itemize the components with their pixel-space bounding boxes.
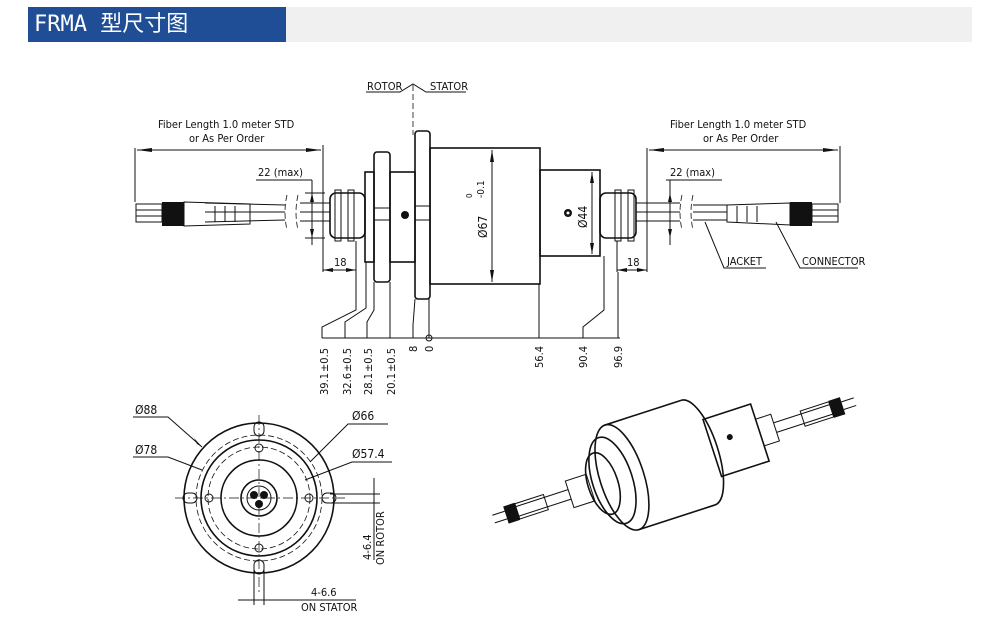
gland-diameter-left: 22 (max) (258, 166, 303, 179)
left-dimension-labels: 39.1 ±0.5 32.6 ±0.5 28.1 ±0.5 20.1 ±0.5 … (318, 346, 436, 395)
rotor-holes-note: ON ROTOR (374, 511, 387, 565)
dim-39-1: 39.1 (318, 373, 331, 395)
dim-32-6: 32.6 (341, 373, 354, 395)
front-diameter-57-4: Ø57.4 (352, 447, 385, 461)
body-diameter: Ø67 (476, 216, 490, 238)
gland-diameter-right: 22 (max) (670, 166, 715, 179)
body-tol-upper: 0 (465, 193, 474, 198)
front-view: Ø88 Ø78 Ø66 Ø57.4 4-6.4 ON ROTOR 4-6.6 O… (133, 403, 392, 614)
shaft-diameter: Ø44 (576, 206, 590, 228)
dim-96-9: 96.9 (612, 346, 625, 368)
fiber-length-left-line2: or As Per Order (189, 132, 265, 145)
rotor-label: ROTOR (367, 80, 402, 93)
stator-holes-spec: 4-6.6 (311, 586, 337, 599)
dim-20-1: 20.1 (385, 373, 398, 395)
dim-56-4: 56.4 (533, 346, 546, 368)
dim-28-1: 28.1 (362, 373, 375, 395)
right-dimension-labels: 56.4 90.4 96.9 (533, 346, 625, 368)
jacket-label: JACKET (726, 255, 763, 268)
fiber-length-right-line2: or As Per Order (703, 132, 779, 145)
stator-label: STATOR (430, 80, 468, 93)
front-diameter-78: Ø78 (135, 443, 157, 457)
fiber-length-left-line1: Fiber Length 1.0 meter STD (158, 118, 295, 131)
gland-length-left: 18 (334, 256, 347, 269)
connector-label: CONNECTOR (802, 255, 865, 268)
slip-ring-isometric-icon (492, 397, 857, 531)
rotor-holes-spec: 4-6.4 (361, 534, 374, 560)
front-diameter-66: Ø66 (352, 409, 374, 423)
dim-28-1-tol: ±0.5 (362, 348, 375, 372)
dim-90-4: 90.4 (577, 346, 590, 368)
dim-20-1-tol: ±0.5 (385, 348, 398, 372)
stator-holes-note: ON STATOR (301, 601, 358, 614)
body-tol-lower: -0.1 (476, 180, 487, 198)
fiber-length-right-line1: Fiber Length 1.0 meter STD (670, 118, 807, 131)
page-title: FRMA 型尺寸图 (28, 7, 286, 42)
dim-0: 0 (423, 346, 436, 352)
dim-32-6-tol: ±0.5 (341, 348, 354, 372)
front-diameter-88: Ø88 (135, 403, 157, 417)
side-view: ROTOR STATOR (134, 80, 865, 395)
dim-39-1-tol: ±0.5 (318, 348, 331, 372)
dim-8: 8 (407, 346, 420, 352)
gland-length-right: 18 (627, 256, 640, 269)
